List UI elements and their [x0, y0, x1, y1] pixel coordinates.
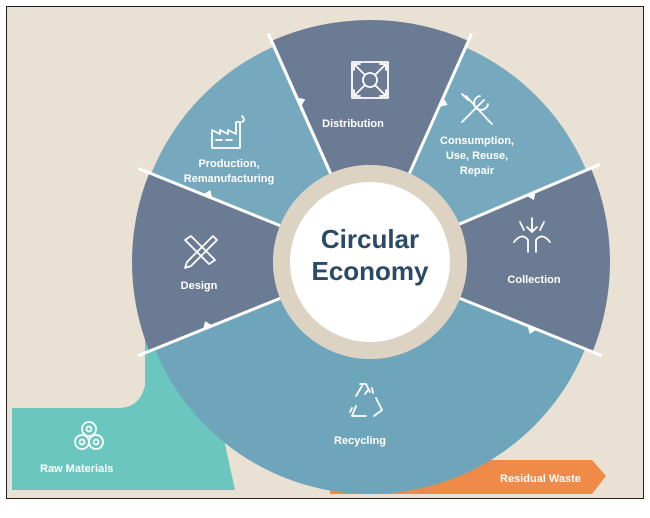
label-production-1: Production,	[198, 158, 259, 170]
label-consumption-2: Use, Reuse,	[446, 150, 508, 162]
separator-line	[266, 33, 332, 174]
factory-icon	[211, 115, 245, 149]
collection-funnel-icon	[513, 217, 551, 253]
arrows-out-icon	[351, 61, 389, 99]
label-distribution: Distribution	[322, 118, 384, 130]
label-design: Design	[181, 280, 218, 292]
center-title-line2: Economy	[311, 256, 429, 286]
separator-line	[137, 296, 281, 358]
label-production-2: Remanufacturing	[184, 173, 274, 185]
separator-line	[137, 166, 281, 228]
flow-arrow	[439, 97, 448, 107]
flow-arrow	[203, 321, 213, 330]
flow-arrow	[296, 97, 306, 107]
label-residual-waste: Residual Waste	[500, 473, 581, 485]
label-raw-materials: Raw Materials	[40, 463, 113, 475]
flow-arrow	[527, 325, 537, 335]
flow-arrows	[203, 97, 537, 335]
segment-consumption	[409, 47, 587, 225]
segment-distribution	[271, 20, 469, 174]
segment-recycling	[154, 298, 586, 494]
label-consumption-1: Consumption,	[440, 135, 514, 147]
center-disc	[290, 182, 450, 342]
label-collection: Collection	[507, 274, 560, 286]
segment-separators	[137, 33, 603, 358]
flow-arrow	[203, 189, 213, 199]
flow-arrow	[526, 191, 536, 201]
label-consumption-3: Repair	[460, 165, 495, 177]
label-recycling: Recycling	[334, 435, 386, 447]
segment-collection	[459, 168, 610, 352]
recycle-icon	[349, 383, 383, 417]
wrench-screwdriver-icon	[461, 93, 493, 125]
pencil-ruler-icon	[184, 235, 218, 269]
log-roll-icon	[74, 421, 104, 450]
center-title-line1: Circular	[321, 224, 419, 254]
separator-line	[458, 162, 601, 226]
